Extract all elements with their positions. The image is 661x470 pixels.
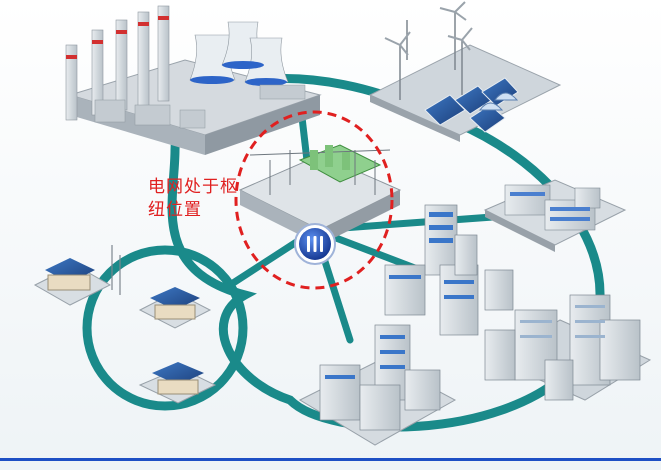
house-icon	[33, 245, 217, 404]
office-buildings-icon	[384, 204, 514, 336]
power-plant-icon	[65, 5, 322, 155]
substation-icon	[238, 144, 402, 245]
factory-icon	[483, 179, 627, 252]
city-block-icon	[298, 324, 457, 446]
hub-label: 电网处于枢 纽位置	[148, 176, 248, 222]
hub-dashed-circle	[234, 110, 394, 290]
wind-turbine-icon	[368, 1, 562, 142]
left-ring	[82, 245, 248, 411]
hub-label-line-2: 纽位置	[148, 200, 202, 220]
hub-label-line-1: 电网处于枢	[148, 177, 238, 197]
grid-badge-icon	[294, 223, 336, 265]
office-towers-icon	[484, 294, 652, 401]
outer-ring	[167, 74, 605, 432]
footer-rule	[0, 458, 661, 461]
